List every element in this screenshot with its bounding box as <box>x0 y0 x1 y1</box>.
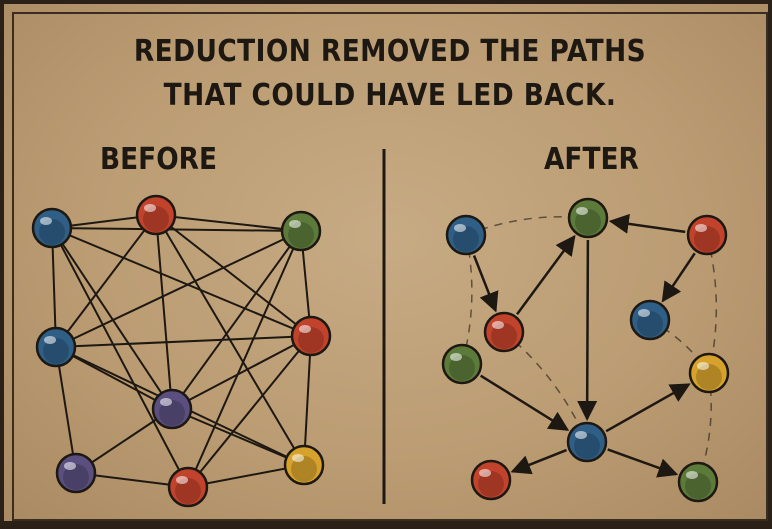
after-node-blue <box>631 301 669 339</box>
after-node-blue <box>568 423 606 461</box>
before-node-blue <box>33 209 71 247</box>
directed-arrow <box>474 255 496 310</box>
before-node-purple <box>57 454 95 492</box>
before-edges <box>52 215 311 487</box>
directed-arrow <box>663 253 695 301</box>
after-node-green <box>443 345 481 383</box>
after-node-green <box>679 463 717 501</box>
before-edge <box>172 409 304 465</box>
before-edge <box>56 336 311 347</box>
before-node-blue <box>37 328 75 366</box>
directed-arrow <box>611 221 685 232</box>
before-node-green <box>282 212 320 250</box>
after-node-blue <box>447 216 485 254</box>
after-node-red <box>688 216 726 254</box>
before-node-red <box>292 317 330 355</box>
directed-arrow <box>587 240 588 419</box>
before-node-purple <box>153 390 191 428</box>
before-edge <box>52 228 172 409</box>
directed-arrow <box>608 449 677 474</box>
before-node-yellow <box>285 446 323 484</box>
before-edge <box>188 231 301 487</box>
before-node-red <box>137 196 175 234</box>
graph-canvas <box>4 4 772 529</box>
directed-arrow <box>606 384 689 431</box>
directed-arrow <box>512 450 566 471</box>
before-edge <box>172 336 311 409</box>
directed-arrow <box>481 376 568 430</box>
directed-arrow <box>517 237 574 315</box>
after-node-yellow <box>690 354 728 392</box>
before-edge <box>172 231 301 409</box>
before-nodes <box>33 196 330 506</box>
after-nodes <box>443 199 728 501</box>
removed-path <box>707 235 716 373</box>
after-node-red <box>485 313 523 351</box>
before-edge <box>156 215 172 409</box>
after-node-red <box>472 461 510 499</box>
removed-path <box>504 332 587 442</box>
before-node-red <box>169 468 207 506</box>
after-node-green <box>569 199 607 237</box>
